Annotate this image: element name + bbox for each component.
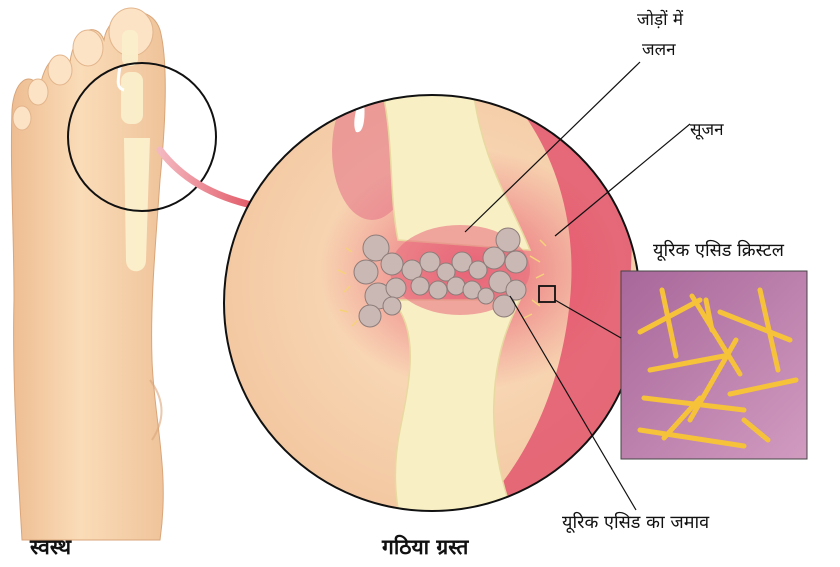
label-uric-acid-deposit: यूरिक एसिड का जमाव [562, 513, 709, 533]
label-swelling: सूजन [690, 120, 724, 140]
caption-gout-affected: गठिया ग्रस्त [382, 533, 468, 561]
label-uric-acid-crystals: यूरिक एसिड क्रिस्टल [653, 241, 784, 261]
zoomed-joint [224, 60, 640, 520]
label-joint-burning-line1: जोड़ों में [637, 10, 683, 30]
caption-healthy: स्वस्थ [30, 533, 71, 561]
label-joint-burning-line2: जलन [642, 40, 676, 60]
crystal-panel [621, 271, 807, 459]
healthy-foot [11, 8, 165, 540]
